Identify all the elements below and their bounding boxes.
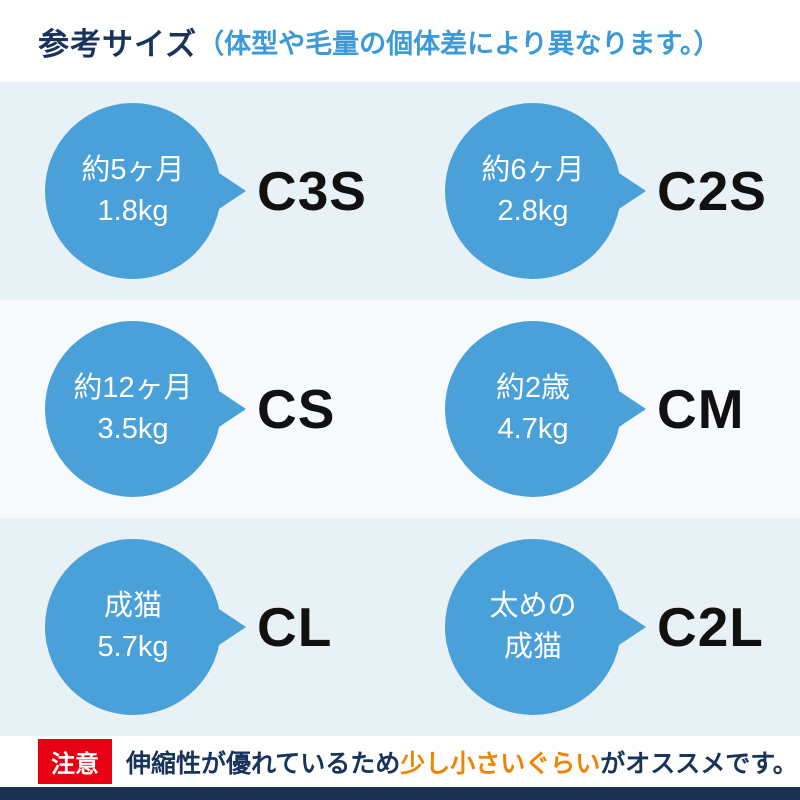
page-title: 参考サイズ (38, 26, 198, 62)
caution-note: 注意 伸縮性が優れているため少し小さいぐらいがオススメです。 (0, 736, 800, 787)
bubble-pointer-icon (616, 389, 646, 429)
bubble-line1: 約12ヶ月 (73, 372, 193, 405)
bubble-line1: 太めの (489, 590, 577, 623)
page-subtitle: （体型や毛量の個体差により異なります。） (197, 28, 721, 59)
bubble-line2: 2.8kg (497, 195, 569, 227)
size-bubble: 約2歳 4.7kg (445, 321, 646, 497)
size-row-2: 約12ヶ月 3.5kg CS 約2歳 4.7kg CM (0, 300, 800, 518)
caution-text-highlight: 少し小さいぐらい (400, 749, 601, 778)
size-grid: 約5ヶ月 1.8kg C3S 約6ヶ月 2.8kg C2S 約12ヶ月 3 (0, 82, 800, 736)
footer-bar (0, 787, 800, 800)
caution-text-after: がオススメです。 (600, 749, 798, 778)
bubble-pointer-icon (216, 389, 246, 429)
size-label: C2S (657, 160, 767, 222)
caution-text: 伸縮性が優れているため少し小さいぐらいがオススメです。 (126, 744, 798, 780)
size-label: CS (257, 378, 336, 440)
caution-text-before: 伸縮性が優れているため (126, 749, 401, 778)
size-row-3: 成猫 5.7kg CL 太めの 成猫 C2L (0, 518, 800, 736)
size-cell-cs: 約12ヶ月 3.5kg CS (0, 300, 400, 518)
bubble-pointer-icon (616, 171, 646, 211)
size-bubble: 約12ヶ月 3.5kg (45, 321, 246, 497)
size-row-1: 約5ヶ月 1.8kg C3S 約6ヶ月 2.8kg C2S (0, 82, 800, 300)
bubble-line1: 約5ヶ月 (81, 154, 185, 187)
bubble-pointer-icon (216, 171, 246, 211)
size-label: CM (657, 378, 745, 440)
size-label: C2L (657, 596, 764, 658)
size-cell-c2s: 約6ヶ月 2.8kg C2S (400, 82, 800, 300)
bubble-line1: 約2歳 (495, 372, 571, 405)
size-cell-cl: 成猫 5.7kg CL (0, 518, 400, 736)
caution-badge: 注意 (38, 739, 112, 784)
size-bubble: 成猫 5.7kg (45, 539, 246, 715)
bubble-pointer-icon (216, 607, 246, 647)
size-cell-c2l: 太めの 成猫 C2L (400, 518, 800, 736)
bubble-line2: 4.7kg (497, 413, 569, 445)
size-bubble: 太めの 成猫 (445, 539, 646, 715)
size-bubble: 約6ヶ月 2.8kg (445, 103, 646, 279)
size-label: CL (257, 596, 333, 658)
header: 参考サイズ（体型や毛量の個体差により異なります。） (0, 0, 800, 82)
bubble-line2: 5.7kg (97, 631, 169, 663)
bubble-line1: 約6ヶ月 (481, 154, 585, 187)
size-label: C3S (257, 160, 367, 222)
bubble-line2: 3.5kg (97, 413, 169, 445)
bubble-line1: 成猫 (103, 590, 162, 623)
bubble-line2: 成猫 (503, 631, 562, 663)
bubble-pointer-icon (616, 607, 646, 647)
size-bubble: 約5ヶ月 1.8kg (45, 103, 246, 279)
bubble-line2: 1.8kg (97, 195, 169, 227)
size-cell-c3s: 約5ヶ月 1.8kg C3S (0, 82, 400, 300)
size-cell-cm: 約2歳 4.7kg CM (400, 300, 800, 518)
